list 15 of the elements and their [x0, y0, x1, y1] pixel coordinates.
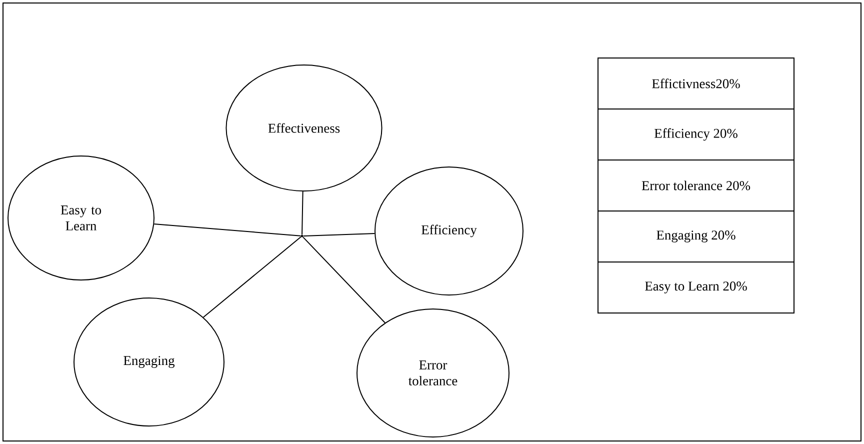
table-cell: Error tolerance 20% — [598, 160, 794, 212]
ellipse-node: Efficiency — [374, 166, 524, 296]
ellipse-node: Error tolerance — [356, 308, 510, 438]
table-cell: Engaging 20% — [598, 210, 794, 262]
connector-line — [154, 223, 302, 236]
table-cell: Easy to Learn 20% — [598, 262, 794, 314]
connector-line — [302, 236, 386, 324]
connector-line — [202, 236, 302, 318]
connector-line — [302, 233, 376, 236]
ellipse-node: Engaging — [74, 298, 224, 426]
table-cell: Effictivness20% — [598, 58, 794, 110]
connector-line — [302, 190, 304, 236]
table-cell: Efficiency 20% — [598, 108, 794, 160]
ellipse-node: Easy to Learn — [8, 156, 154, 280]
ellipse-node: Effectiveness — [226, 64, 382, 192]
